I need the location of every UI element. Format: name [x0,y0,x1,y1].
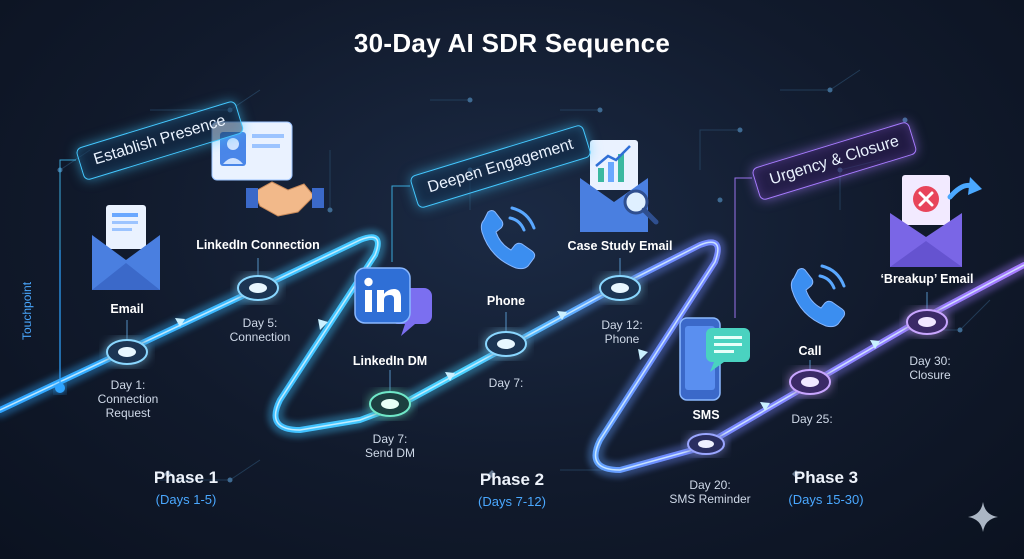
phase-2-name: Phase 2 [479,470,545,489]
diamond-markers [164,470,800,478]
day-label-7-dm: Day 7:Send DM [364,432,416,460]
day-label-20: Day 20:SMS Reminder [669,478,751,506]
stage-connectors [59,159,410,262]
touchpoint-dot [55,383,65,393]
day-label-7-phone: Day 7: [488,376,524,390]
breakup-email-icon [890,175,982,267]
channel-label-email: Email [110,302,144,316]
stage-connectors-violet [734,177,752,318]
phase-3: Phase 3 (Days 15-30) [756,468,896,507]
linkedin-connection-icon [211,121,324,217]
channel-label-linkedin-connection: LinkedIn Connection [196,238,320,252]
phase-3-name: Phase 3 [793,468,859,487]
node-day-1[interactable] [106,339,148,365]
phase-2-range: (Days 7-12) [478,494,546,509]
phase-1: Phase 1 (Days 1-5) [116,468,256,507]
case-study-email-icon [580,140,659,232]
phone-icon [480,206,536,270]
day-label-25: Day 25: [791,412,833,426]
node-day-5[interactable] [237,275,279,301]
day-label-5: Day 5:Connection [229,316,291,344]
channel-label-linkedin-dm: LinkedIn DM [352,354,428,368]
channel-label-case-study-email: Case Study Email [567,239,673,253]
email-icon [92,205,160,290]
node-day-25[interactable] [789,369,831,395]
path-arrows [175,311,880,411]
touchpoint-label: Touchpoint [20,281,34,340]
node-day-30[interactable] [906,309,948,335]
node-day-7-dm[interactable] [369,391,411,417]
phase-2: Phase 2 (Days 7-12) [442,470,582,509]
sparkle-icon [968,502,998,532]
phase-1-range: (Days 1-5) [155,492,217,507]
page-title: 30-Day AI SDR Sequence [353,28,671,58]
node-day-12[interactable] [599,275,641,301]
node-day-20[interactable] [687,433,725,455]
day-label-12: Day 12:Phone [601,318,643,346]
phase-3-range: (Days 15-30) [788,492,864,507]
day-label-30: Day 30:Closure [909,354,951,382]
channel-label-call: Call [798,344,822,358]
node-day-7-phone[interactable] [485,331,527,357]
call-icon [790,264,846,328]
phase-1-name: Phase 1 [153,468,219,487]
channel-label-sms: SMS [692,408,720,422]
channel-label-breakup-email: ‘Breakup’ Email [880,272,974,286]
sms-icon [679,317,750,401]
linkedin-dm-icon [354,267,432,336]
channel-label-phone: Phone [486,294,526,308]
